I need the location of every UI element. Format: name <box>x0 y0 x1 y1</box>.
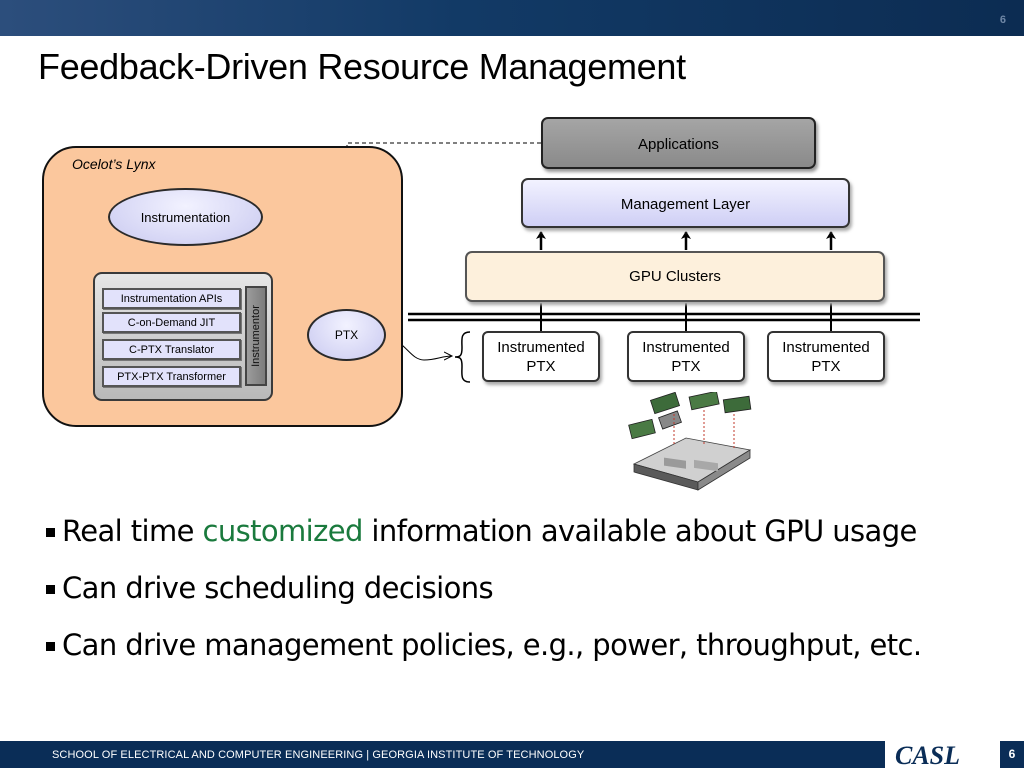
iptx-line2: PTX <box>671 357 701 375</box>
casl-logo: CASL <box>895 741 961 770</box>
applications-box: Applications <box>541 117 816 169</box>
footer-bar: SCHOOL OF ELECTRICAL AND COMPUTER ENGINE… <box>0 741 1024 770</box>
iptx-line1: Instrumented <box>642 338 730 356</box>
gpu-server-image <box>628 392 752 491</box>
iptx-line1: Instrumented <box>782 338 870 356</box>
gpu-cards-icon <box>628 392 752 440</box>
iptx-line1: Instrumented <box>497 338 585 356</box>
bullet-text-after: information available about GPU usage <box>362 514 917 548</box>
bullet-square-icon <box>46 642 55 651</box>
casl-logo-box: CASL 6 <box>885 741 1024 770</box>
bullet-item: Can drive scheduling decisions <box>46 571 494 605</box>
bullet-square-icon <box>46 528 55 537</box>
ptx-ellipse: PTX <box>307 309 386 361</box>
header-bar: 6 <box>0 0 1024 36</box>
slide-title: Feedback-Driven Resource Management <box>38 46 686 87</box>
header-slide-number: 6 <box>999 14 1006 26</box>
bullet-text: Can drive management policies, e.g., pow… <box>62 628 922 662</box>
instrumentor-label: Instrumentor <box>250 305 262 367</box>
bullet-item: Can drive management policies, e.g., pow… <box>46 628 922 662</box>
footer-text: SCHOOL OF ELECTRICAL AND COMPUTER ENGINE… <box>52 749 585 761</box>
api-ptx-ptx-transformer: PTX-PTX Transformer <box>102 366 241 387</box>
bullet-item: Real time customized information availab… <box>46 514 917 548</box>
api-c-on-demand-jit: C-on-Demand JIT <box>102 312 241 333</box>
api-c-ptx-translator: C-PTX Translator <box>102 339 241 360</box>
curly-brace <box>454 331 471 383</box>
lynx-label: Ocelot’s Lynx <box>72 156 156 172</box>
iptx-line2: PTX <box>811 357 841 375</box>
api-instrumentation-apis: Instrumentation APIs <box>102 288 241 309</box>
instrumentor-bar: Instrumentor <box>245 286 267 386</box>
bullet-text: Can drive scheduling decisions <box>62 571 494 605</box>
iptx-line2: PTX <box>526 357 556 375</box>
footer-page-number: 6 <box>1000 741 1024 768</box>
bullet-accent-text: customized <box>202 514 363 548</box>
management-layer-box: Management Layer <box>521 178 850 228</box>
gpu-clusters-box: GPU Clusters <box>465 251 885 302</box>
instrumentation-ellipse: Instrumentation <box>108 188 263 246</box>
bullet-text: Real time <box>62 514 203 548</box>
bullet-square-icon <box>46 585 55 594</box>
server-chassis-icon <box>632 410 752 491</box>
